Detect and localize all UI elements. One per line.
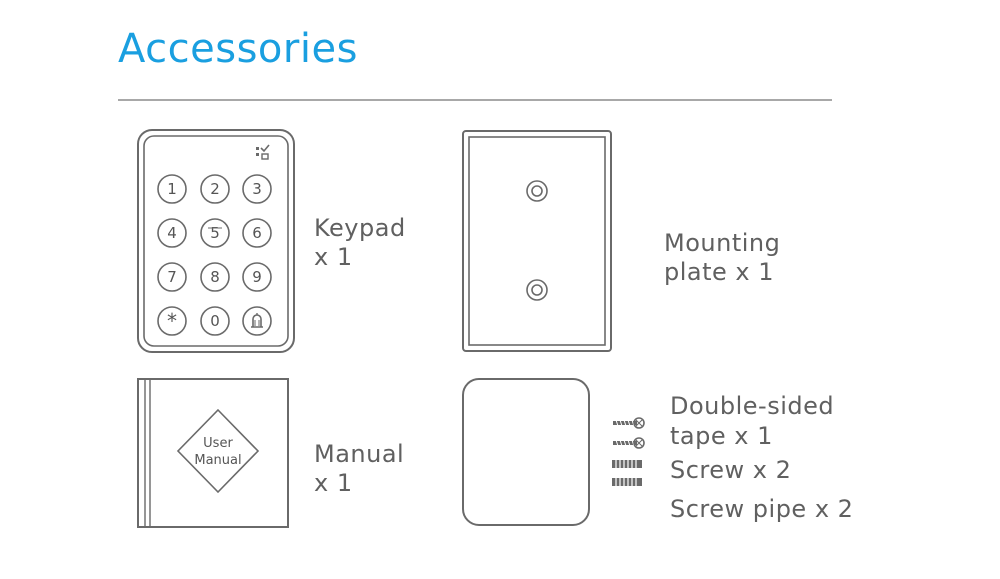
keypad-quantity: x 1	[314, 243, 353, 271]
wifi-status-icon	[256, 144, 270, 160]
mounting-plate-label: Mounting plate x 1	[664, 229, 780, 287]
title-divider	[118, 99, 832, 101]
key-0: 0	[210, 312, 220, 330]
mounting-hole-top	[526, 180, 548, 202]
screw-pipe-quantity: Screw pipe x 2	[670, 495, 854, 523]
tape-name: Double-sided	[670, 392, 835, 420]
keypad-label: Keypad x 1	[314, 214, 406, 272]
key-3: 3	[252, 180, 262, 198]
screw-icon	[613, 437, 645, 449]
key-2: 2	[210, 180, 220, 198]
tape-screws-label: Double-sided tape x 1 Screw x 2 Screw pi…	[670, 391, 853, 524]
screws-illustration	[612, 417, 645, 486]
screw-pipe-icon	[612, 478, 642, 486]
mounting-plate-name: Mounting	[664, 229, 781, 257]
keypad-buttons: 1 2 3 4 5 6 7 8 9 * 0	[157, 174, 272, 336]
key-4: 4	[167, 224, 177, 242]
manual-cover-line2: Manual	[194, 453, 241, 468]
key-9: 9	[252, 268, 262, 286]
key-8: 8	[210, 268, 220, 286]
key-1: 1	[167, 180, 177, 198]
screw-icon	[613, 417, 645, 429]
keypad-illustration: 1 2 3 4 5 6 7 8 9 * 0	[137, 129, 295, 353]
mounting-plate-quantity: plate x 1	[664, 258, 775, 286]
key-7: 7	[167, 268, 177, 286]
screw-quantity: Screw x 2	[670, 456, 792, 484]
key-6: 6	[252, 224, 262, 242]
bell-icon	[251, 313, 263, 328]
key-star: *	[167, 309, 177, 333]
manual-label: Manual x 1	[314, 440, 404, 498]
tape-quantity: tape x 1	[670, 422, 773, 450]
manual-cover-line1: User	[203, 436, 233, 451]
double-sided-tape-illustration	[462, 378, 590, 526]
manual-name: Manual	[314, 440, 405, 468]
key-5: 5	[210, 224, 220, 242]
keypad-name: Keypad	[314, 214, 406, 242]
manual-illustration: User Manual	[137, 378, 289, 528]
manual-quantity: x 1	[314, 469, 353, 497]
page-title: Accessories	[118, 26, 358, 72]
screw-pipe-icon	[612, 460, 642, 468]
mounting-plate-illustration	[462, 130, 612, 352]
mounting-hole-bottom	[526, 279, 548, 301]
